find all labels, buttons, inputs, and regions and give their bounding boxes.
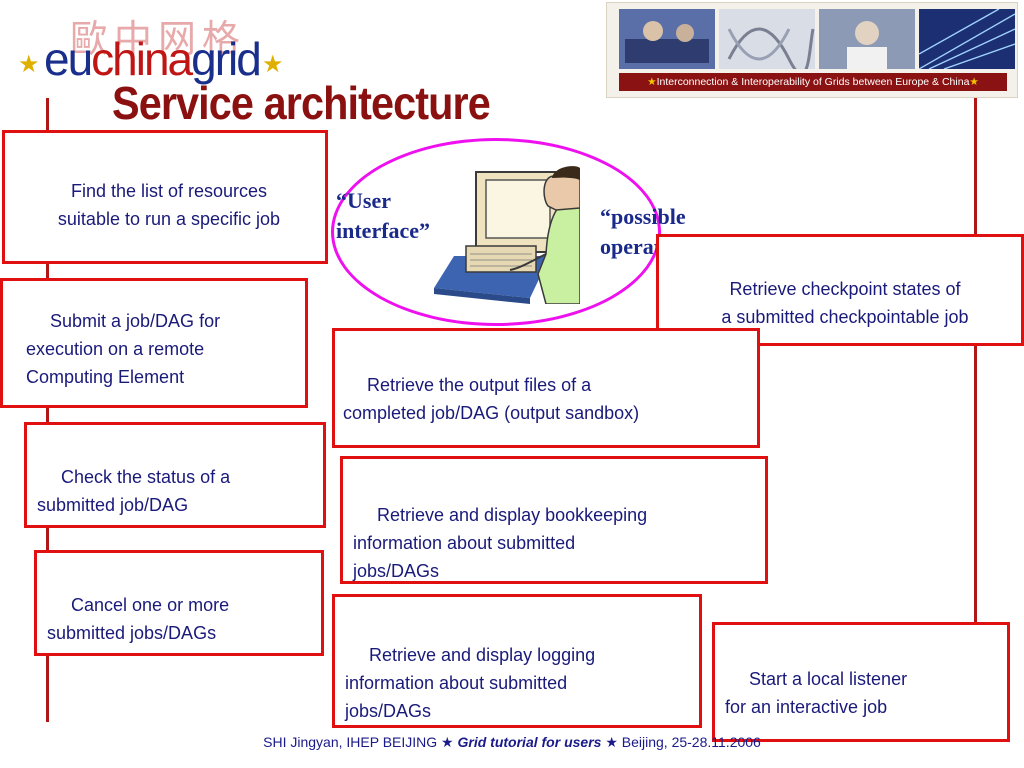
footer-place-date: ★ Beijing, 25-28.11.2006: [605, 734, 761, 750]
banner-photo-fibers: [919, 9, 1015, 69]
operation-box: Retrieve the output files of a completed…: [332, 328, 760, 448]
operation-box: Find the list of resources suitable to r…: [2, 130, 328, 264]
operation-box: Start a local listener for an interactiv…: [712, 622, 1010, 742]
logo-wordmark: euchinagrid: [44, 33, 262, 85]
star-icon: ★: [262, 51, 284, 78]
right-vertical-line: [974, 98, 977, 722]
banner-photo-people: [619, 9, 715, 69]
operation-text: Submit a job/DAG for execution on a remo…: [26, 311, 221, 387]
logo-chinese-text: 歐中网格: [70, 17, 247, 61]
operation-text: Retrieve the output files of a completed…: [343, 375, 640, 423]
project-banner: ★Interconnection & Interoperability of G…: [606, 2, 1018, 98]
footer-author: SHI Jingyan, IHEP BEIJING ★: [263, 734, 454, 750]
operation-box: Retrieve and display logging information…: [332, 594, 702, 728]
star-icon: ★: [18, 51, 40, 78]
banner-photo-dna: [719, 9, 815, 69]
euchinagrid-logo: 歐中网格 ★ euchinagrid ★: [18, 14, 288, 86]
page-title: Service architecture: [112, 77, 491, 129]
banner-caption: ★Interconnection & Interoperability of G…: [619, 73, 1007, 91]
operation-text: Cancel one or more submitted jobs/DAGs: [47, 595, 230, 643]
possible-operations-label: “possible operations”: [600, 204, 710, 259]
user-interface-ellipse: [331, 138, 661, 326]
operation-box: Retrieve and display bookkeeping informa…: [340, 456, 768, 584]
operation-box: Check the status of a submitted job/DAG: [24, 422, 326, 528]
operation-text: Retrieve and display bookkeeping informa…: [353, 505, 648, 581]
user-at-computer-icon: [434, 166, 580, 304]
operation-text: Retrieve and display logging information…: [345, 645, 596, 721]
left-vertical-line: [46, 98, 49, 722]
footer: SHI Jingyan, IHEP BEIJING ★ Grid tutoria…: [0, 734, 1024, 751]
operation-text: Start a local listener for an interactiv…: [725, 669, 908, 717]
user-interface-label: “User interface”: [336, 188, 431, 243]
footer-event: Grid tutorial for users: [457, 734, 602, 750]
operation-box: Submit a job/DAG for execution on a remo…: [0, 278, 308, 408]
banner-photo-lab: [819, 9, 915, 69]
operation-box: Retrieve checkpoint states of a submitte…: [656, 234, 1024, 346]
operation-box: Cancel one or more submitted jobs/DAGs: [34, 550, 324, 656]
operation-text: Check the status of a submitted job/DAG: [37, 467, 231, 515]
operation-text: Find the list of resources suitable to r…: [57, 181, 281, 229]
operation-text: Retrieve checkpoint states of a submitte…: [721, 279, 969, 327]
